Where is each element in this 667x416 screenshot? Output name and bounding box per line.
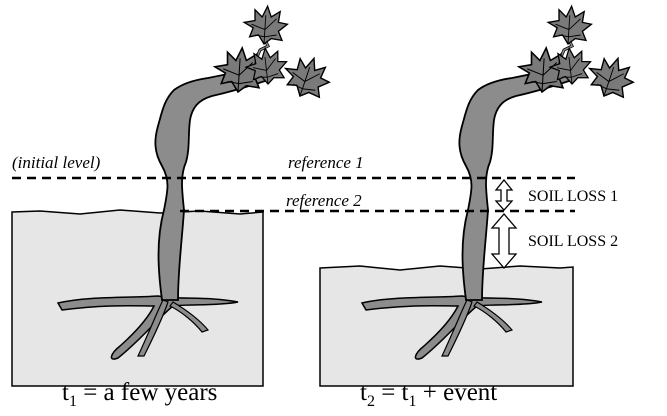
soil-loss-1-label: SOIL LOSS 1 [528, 188, 618, 205]
soil-loss-2-label: SOIL LOSS 2 [528, 233, 618, 250]
caption-right: t2 = t1 + event [360, 379, 498, 410]
caption-left: t1 = a few years [62, 379, 218, 410]
reference-1-label: reference 1 [288, 153, 364, 172]
initial-level-label: (initial level) [12, 153, 101, 172]
reference-2-label: reference 2 [286, 191, 362, 210]
double-arrow-icon [494, 178, 514, 211]
double-arrow-icon [490, 213, 518, 269]
